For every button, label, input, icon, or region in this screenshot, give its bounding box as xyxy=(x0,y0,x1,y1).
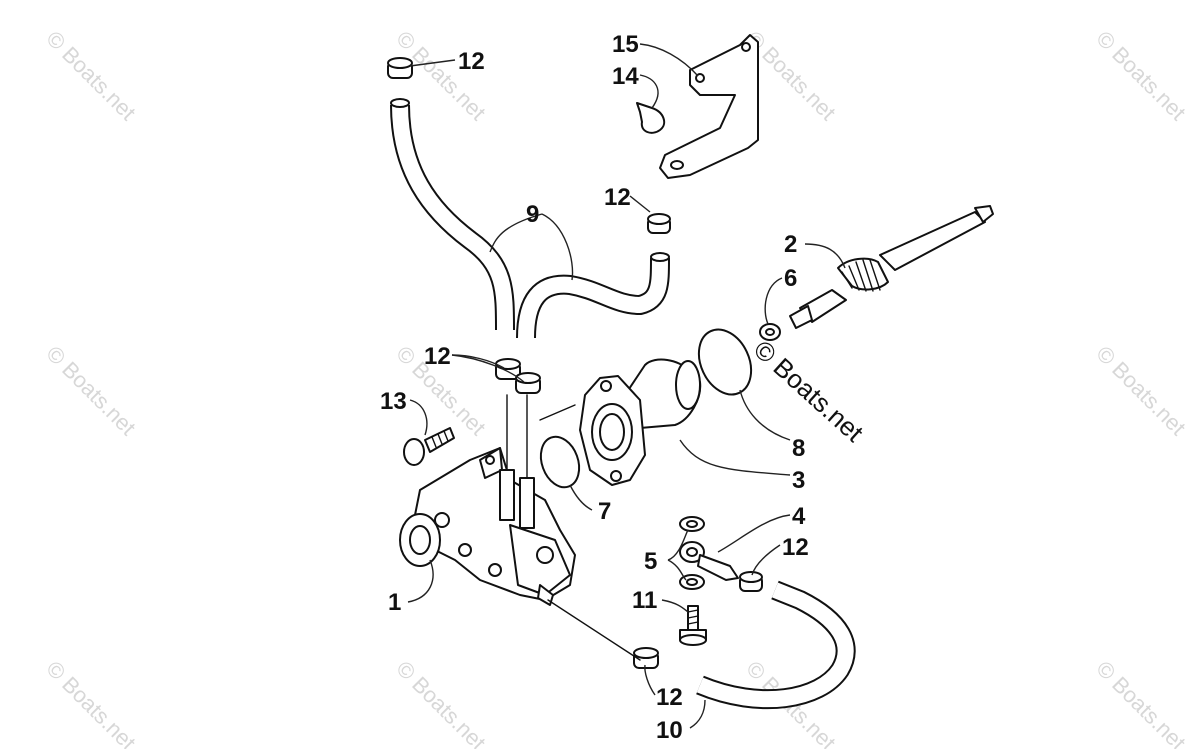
callout-8: 8 xyxy=(792,435,805,462)
callout-7: 7 xyxy=(598,498,611,525)
callout-5: 5 xyxy=(644,548,657,575)
watermark: © Boats.net xyxy=(391,656,490,749)
hose-end xyxy=(650,252,670,262)
watermark: © Boats.net xyxy=(1091,341,1190,440)
hose-end xyxy=(390,98,410,108)
o-ring-large xyxy=(697,328,753,396)
callout-10: 10 xyxy=(656,717,683,744)
clip xyxy=(636,102,666,134)
drive-cable xyxy=(789,205,994,329)
callout-15: 15 xyxy=(612,31,639,58)
clamp-right-hose xyxy=(647,213,671,234)
callout-6: 6 xyxy=(784,265,797,292)
washer xyxy=(759,323,781,341)
watermark: © Boats.net xyxy=(1091,656,1190,749)
callout-1: 1 xyxy=(388,589,401,616)
callout-4: 4 xyxy=(792,503,806,530)
callout-2: 2 xyxy=(784,231,797,258)
o-ring-small xyxy=(539,435,581,489)
watermark: © Boats.net xyxy=(41,26,140,125)
clamp-bottom-left xyxy=(633,647,659,669)
clamp-top xyxy=(387,57,413,79)
clamp-pump-b xyxy=(515,372,541,394)
drive-housing xyxy=(579,358,702,486)
hose-right xyxy=(516,252,670,339)
callout-12-right-hose: 12 xyxy=(604,184,631,211)
callout-labels: 12 15 14 12 9 2 6 12 8 13 3 7 4 5 12 1 1… xyxy=(380,31,809,744)
callout-12-bottom: 12 xyxy=(656,684,683,711)
callout-9: 9 xyxy=(526,201,539,228)
bolt-13 xyxy=(403,427,455,466)
guide-line xyxy=(547,599,641,661)
hose-left xyxy=(390,98,515,331)
watermark-main: © Boats.net xyxy=(748,334,870,448)
callout-14: 14 xyxy=(612,63,639,90)
guide-line xyxy=(539,404,576,421)
watermark: © Boats.net xyxy=(41,341,140,440)
callout-12-top: 12 xyxy=(458,48,485,75)
callout-12-pump: 12 xyxy=(424,343,451,370)
leader-lines xyxy=(407,43,846,729)
callout-3: 3 xyxy=(792,467,805,494)
watermark: © Boats.net xyxy=(41,656,140,749)
clamp-bottom-right xyxy=(739,571,763,592)
oil-pump xyxy=(399,447,576,606)
callout-11: 11 xyxy=(632,587,657,614)
callout-12-banjo: 12 xyxy=(782,534,809,561)
watermark: © Boats.net xyxy=(1091,26,1190,125)
callout-13: 13 xyxy=(380,388,407,415)
bracket xyxy=(659,34,759,179)
banjo-parts xyxy=(679,516,739,646)
hose-bottom xyxy=(696,580,856,710)
